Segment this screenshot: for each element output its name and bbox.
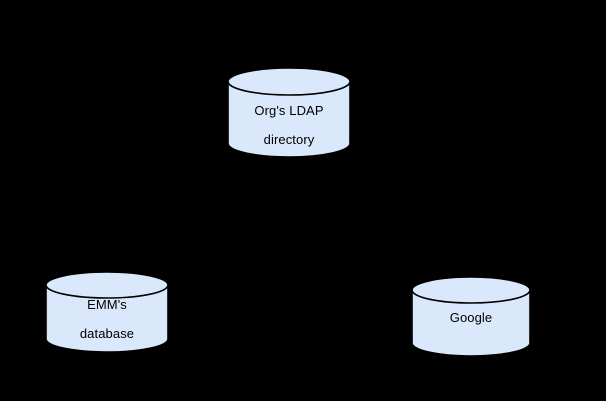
- node-org-ldap-directory[interactable]: Org's LDAP directory: [227, 67, 351, 158]
- node-emms-database[interactable]: EMM's database: [45, 271, 169, 353]
- cylinder-shape-emms-database: [45, 271, 169, 353]
- cylinder-shape-google: [411, 276, 531, 357]
- cylinder-shape-org-ldap-directory: [227, 67, 351, 158]
- node-google[interactable]: Google: [411, 276, 531, 357]
